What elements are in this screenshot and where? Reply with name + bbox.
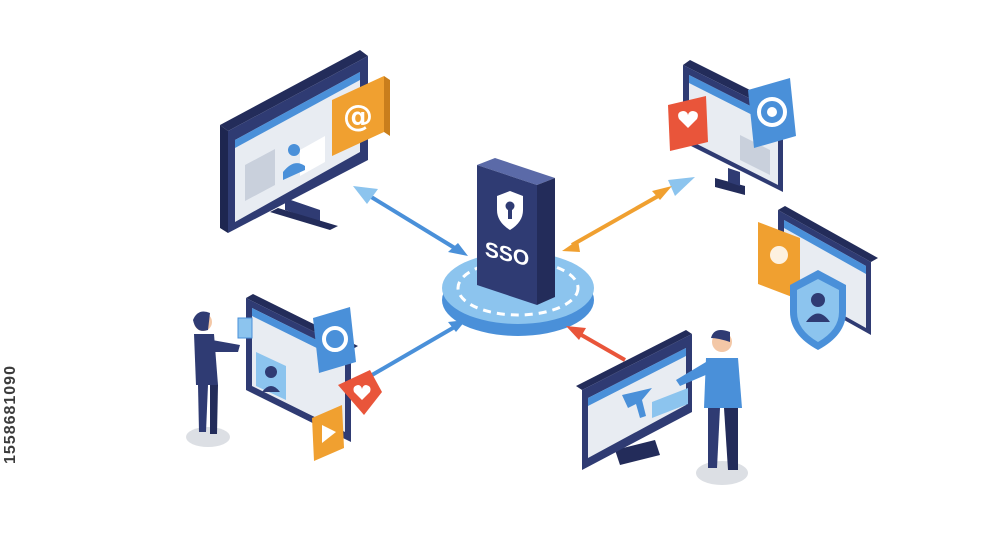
shield-user-icon bbox=[790, 270, 846, 350]
at-sign-icon: @ bbox=[332, 76, 390, 156]
camera-icon bbox=[748, 78, 796, 148]
man-figure bbox=[676, 330, 748, 485]
play-icon bbox=[312, 405, 344, 461]
monitor-top-right bbox=[668, 60, 796, 195]
heart-icon bbox=[668, 96, 708, 151]
monitor-bottom-right bbox=[576, 330, 692, 470]
cursor-icon bbox=[622, 388, 652, 418]
monitor-top-left: @ bbox=[220, 50, 390, 233]
user-icon bbox=[262, 366, 280, 392]
arrow-bottom-right bbox=[577, 331, 626, 362]
heart-icon bbox=[338, 370, 382, 415]
arrowhead-top-right bbox=[668, 177, 695, 196]
user-icon bbox=[283, 144, 305, 180]
arrow-top-left bbox=[366, 193, 460, 252]
sso-server: SSO bbox=[477, 158, 555, 305]
arrow-top-right bbox=[571, 193, 661, 247]
svg-text:@: @ bbox=[343, 99, 373, 134]
stock-id: 1558681090 bbox=[2, 365, 19, 465]
arrowhead-top-left bbox=[353, 186, 378, 204]
arrow-bottom-left bbox=[370, 323, 460, 377]
camera-icon bbox=[313, 307, 356, 373]
shield-keyhole-icon bbox=[497, 191, 523, 230]
monitor-bottom-left bbox=[246, 294, 382, 461]
monitor-right bbox=[758, 206, 878, 350]
connection-arrows bbox=[353, 177, 695, 377]
woman-figure bbox=[186, 311, 253, 447]
